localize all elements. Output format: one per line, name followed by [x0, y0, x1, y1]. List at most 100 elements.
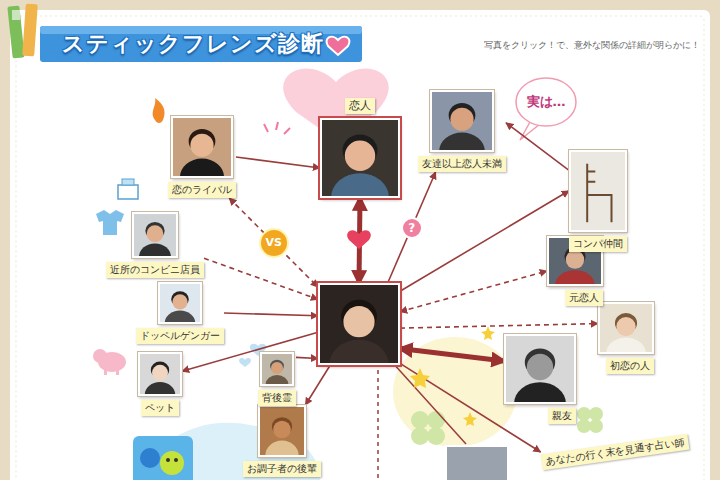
photo-face	[271, 362, 283, 374]
relation-caption: 初恋の人	[606, 358, 654, 374]
photo-face	[172, 294, 187, 309]
label-host: 実は…	[527, 93, 566, 111]
photo-illustration	[571, 152, 625, 230]
chair-slats	[587, 172, 595, 182]
person-photo	[318, 283, 400, 365]
photo-illustration	[134, 214, 176, 256]
photo-body	[514, 382, 566, 402]
flame-icon	[153, 98, 165, 123]
blue-heart	[239, 358, 251, 367]
title-heart	[327, 37, 350, 55]
photo-body	[180, 159, 224, 176]
clover	[411, 407, 603, 445]
photo-face	[190, 134, 213, 157]
register-body	[118, 185, 138, 199]
smiley-ball	[140, 448, 160, 468]
pig-leg	[116, 369, 119, 375]
relation-arrow	[400, 191, 569, 291]
person-photo	[132, 212, 178, 258]
spark	[264, 124, 268, 132]
title-host: スティックフレンズ診断	[62, 29, 324, 59]
person-photo	[430, 90, 494, 152]
chair-figure	[587, 164, 611, 223]
person-photo	[504, 334, 576, 404]
edge-label-host: ?	[401, 217, 423, 239]
relation-arrow	[400, 324, 598, 329]
pen-green	[7, 6, 24, 59]
person-node	[318, 283, 400, 365]
person-photo	[171, 116, 233, 178]
relation-caption: あなたの行く末を見通す占い師	[541, 434, 690, 470]
clover-leaf	[589, 419, 603, 433]
relation-arrow	[236, 157, 320, 168]
smiley-icon	[133, 436, 193, 480]
title-tab	[40, 26, 362, 62]
pen-orange	[22, 4, 38, 57]
photo-body	[606, 338, 646, 352]
smiley-ball	[160, 451, 184, 475]
surprise-bubble	[516, 78, 576, 140]
star	[410, 368, 430, 388]
photo-face	[345, 141, 375, 171]
person-node: コンパ仲間	[569, 150, 627, 252]
diagram-title: スティックフレンズ診断	[62, 29, 324, 59]
photo-illustration	[432, 92, 492, 150]
stars	[410, 326, 495, 426]
panel	[10, 10, 710, 480]
relation-arrow	[400, 271, 547, 312]
photo-body	[555, 270, 595, 284]
person-node: 初恋の人	[598, 302, 654, 374]
person-node: お調子者の後輩	[243, 405, 321, 477]
smiley-frame	[133, 436, 193, 480]
panel-border	[16, 16, 704, 480]
photo-illustration	[140, 354, 180, 394]
relation-arrow	[224, 313, 318, 316]
register-top	[122, 179, 134, 185]
photo-ground	[571, 152, 625, 230]
spark	[276, 122, 278, 130]
relation-arrow	[400, 349, 504, 361]
photo-face	[343, 306, 374, 337]
clover-leaf	[427, 427, 445, 445]
clover-leaf	[411, 427, 429, 445]
photo-body	[329, 340, 388, 363]
photo-face	[616, 317, 635, 336]
photo-body	[145, 382, 175, 394]
photo-face	[152, 365, 168, 381]
bubble-body	[516, 78, 576, 126]
chair-seat	[587, 195, 611, 222]
person-photo	[258, 405, 306, 457]
photo-face	[450, 108, 473, 131]
person-photo	[260, 352, 294, 386]
pen-icon	[7, 4, 37, 59]
photo-face	[273, 421, 291, 439]
photo-face	[147, 225, 164, 242]
photo-illustration	[320, 285, 398, 363]
relation-caption: コンパ仲間	[569, 236, 627, 252]
vs-badge: VS	[259, 228, 289, 258]
offscreen-line	[377, 362, 379, 480]
relation-caption: ドッペルゲンガー	[136, 328, 224, 344]
photo-body	[139, 243, 171, 256]
person-photo	[320, 118, 400, 198]
photo-illustration	[262, 354, 292, 384]
photo-illustration	[160, 284, 200, 322]
star	[463, 412, 477, 426]
surprise-callout: 実は…	[527, 93, 566, 111]
photo-illustration	[260, 407, 304, 455]
offscreen-photo	[446, 446, 508, 480]
shirt-icon	[96, 210, 124, 235]
pig-icon	[93, 349, 126, 375]
label-host: 写真をクリック！で、意外な関係の詳細が明らかに！	[484, 39, 700, 52]
relation-caption: 友達以上恋人未満	[418, 156, 506, 172]
photo-illustration	[322, 120, 398, 196]
relation-caption: 恋人	[345, 98, 375, 114]
clover-leaf	[411, 411, 429, 429]
photo-illustration	[173, 118, 231, 176]
photo-body	[165, 311, 195, 322]
bestfriend-glow	[393, 337, 517, 447]
photo-illustration	[506, 336, 574, 402]
instruction-note: 写真をクリック！で、意外な関係の詳細が明らかに！	[484, 39, 700, 52]
